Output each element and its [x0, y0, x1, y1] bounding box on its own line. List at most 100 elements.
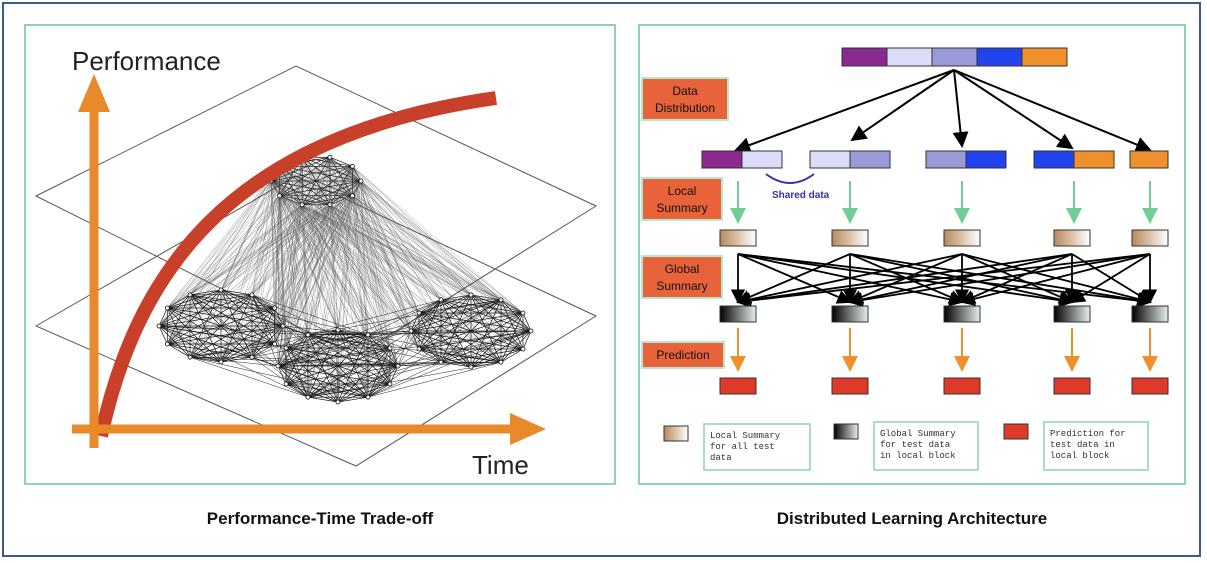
mesh-node: [468, 364, 474, 370]
mesh-link: [167, 204, 303, 345]
mesh-link: [367, 330, 412, 398]
mesh-node: [365, 394, 371, 400]
mesh-edge: [220, 289, 275, 309]
data-block-medium-lavender: [931, 47, 978, 67]
mesh-link: [352, 166, 391, 385]
mesh-link: [279, 195, 309, 335]
mesh-link: [329, 157, 391, 349]
mesh-link: [307, 299, 442, 398]
mesh-node: [327, 202, 333, 208]
mesh-link: [158, 325, 369, 336]
mesh-node: [387, 345, 393, 351]
global-exchange-arrow: [848, 253, 1151, 308]
mesh-edge: [158, 307, 168, 327]
mesh-edge: [167, 307, 253, 358]
y-axis-label: Performance: [72, 46, 221, 76]
partition-2-medium: [849, 150, 891, 169]
mesh-link: [285, 195, 353, 385]
mesh-node: [358, 178, 364, 184]
svg-text:Local: Local: [668, 184, 697, 198]
mesh-edge: [285, 365, 399, 385]
mesh-link: [279, 166, 502, 363]
mesh-link: [270, 180, 287, 349]
mesh-link: [307, 157, 331, 335]
mesh-node: [272, 341, 278, 347]
mesh-node: [283, 345, 289, 351]
mesh-link: [367, 361, 502, 398]
mesh-link: [352, 166, 472, 368]
mesh-node: [528, 328, 534, 334]
mesh-link: [251, 157, 331, 295]
mesh-node: [218, 287, 224, 293]
mesh-link: [189, 294, 309, 398]
mesh-link: [329, 204, 391, 385]
svg-text:Data: Data: [672, 84, 698, 98]
mesh-link: [397, 299, 502, 367]
mesh-link: [367, 299, 502, 336]
mesh-node: [498, 359, 504, 365]
prediction-block: [1053, 377, 1091, 395]
distributed-architecture-panel: Shared data Data Distribution Local Summ…: [638, 24, 1186, 485]
mesh-link: [167, 166, 353, 309]
mesh-edge: [220, 356, 253, 363]
mesh-link: [352, 195, 369, 398]
mesh-edge: [440, 299, 472, 368]
mesh-edge: [500, 348, 524, 363]
global-summary-block: [719, 305, 757, 323]
distribution-arrow: [952, 69, 969, 148]
mesh-link: [251, 294, 369, 336]
performance-curve: [94, 91, 497, 438]
right-caption: Distributed Learning Architecture: [776, 509, 1048, 528]
mesh-node: [416, 346, 422, 352]
mesh-link: [301, 157, 339, 403]
mesh-link: [329, 157, 524, 314]
shared-data-label: Shared data: [772, 190, 830, 201]
mesh-link: [352, 195, 399, 367]
mesh-edge: [220, 289, 253, 358]
mesh-link: [189, 157, 331, 358]
stage-label-local-summary: Local Summary: [641, 177, 723, 221]
mesh-edge: [522, 312, 532, 332]
mesh-link: [270, 180, 524, 314]
mesh-link: [277, 166, 353, 367]
mesh-node: [335, 327, 341, 333]
mesh-link: [279, 166, 442, 363]
mesh-link: [220, 157, 303, 291]
mesh-link: [301, 204, 442, 363]
mesh-edge: [307, 396, 339, 403]
mesh-node: [520, 310, 526, 316]
mesh-node: [249, 354, 255, 360]
mesh-edge: [410, 312, 524, 332]
mesh-edge: [158, 294, 253, 327]
mesh-link: [301, 204, 339, 403]
mesh-node: [164, 341, 170, 347]
mesh-link: [352, 166, 442, 300]
mesh-link: [189, 166, 280, 295]
mesh-link: [397, 361, 442, 367]
distribution-arrow: [734, 69, 955, 153]
full-dataset-bar: [841, 47, 1068, 67]
mesh-edge: [285, 347, 391, 385]
mesh-link: [352, 195, 442, 300]
mesh-link: [352, 166, 502, 363]
mesh-link: [285, 195, 353, 349]
svg-text:Distribution: Distribution: [655, 101, 715, 115]
mesh-node: [498, 297, 504, 303]
mesh-link: [285, 166, 353, 349]
mesh-link: [352, 166, 472, 296]
mesh-link: [167, 180, 272, 309]
local-summary-block: [831, 229, 869, 247]
partition-1-purple: [701, 150, 743, 169]
mesh-link: [189, 294, 279, 367]
mesh-link: [220, 166, 353, 291]
mesh-node: [468, 292, 474, 298]
mesh-link: [307, 330, 412, 398]
mesh-link: [301, 157, 309, 335]
prediction-block: [943, 377, 981, 395]
x-axis-label: Time: [472, 450, 529, 480]
distribution-arrows: [734, 69, 1152, 153]
mesh-link: [329, 157, 412, 332]
mesh-link: [270, 180, 391, 349]
mesh-link: [301, 157, 524, 314]
global-summary-block: [1053, 305, 1091, 323]
